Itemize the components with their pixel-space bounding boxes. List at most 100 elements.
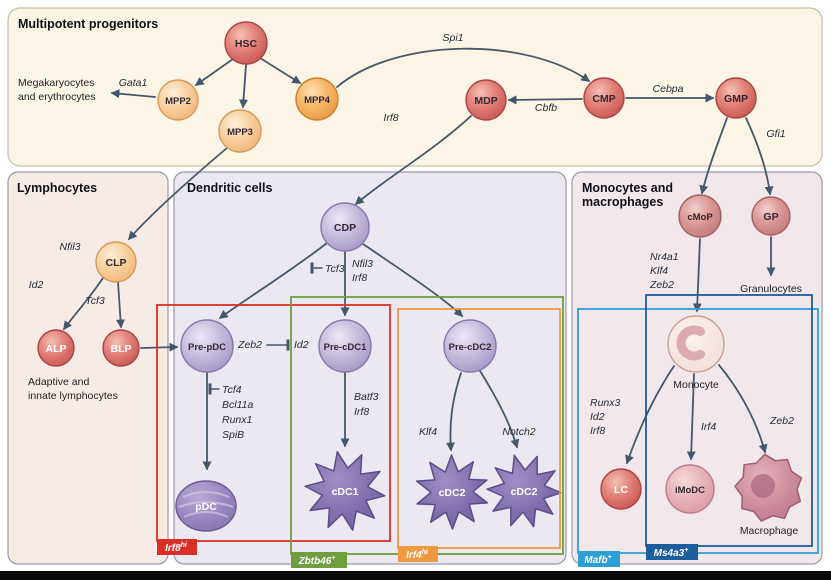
gene-label-zeb2-mono: Zeb2 <box>649 279 674 291</box>
arrow-monocyte-macrophage <box>718 364 768 454</box>
arrow-blp-prepdc <box>140 342 179 352</box>
differentiation-arrows <box>63 47 776 471</box>
cell-mdp <box>465 79 507 121</box>
cell-cmp-label: CMP <box>592 93 615 105</box>
note-lymphocytes-line2: innate lymphocytes <box>28 390 118 402</box>
figure-bottom-border <box>0 571 831 580</box>
panel-lymphocytes-title: Lymphocytes <box>17 181 97 195</box>
note-megakaryocytes-line2: and erythrocytes <box>18 91 96 103</box>
macrophage-nucleus <box>751 474 775 498</box>
cells-lymphocytes: CLP ALP BLP <box>37 241 140 367</box>
zbtb46-tag-bg <box>291 552 347 568</box>
gene-label-irf8-dc: Irf8 <box>352 272 367 284</box>
inhibition-marks <box>208 262 323 395</box>
gene-label-gata1: Gata1 <box>119 77 148 89</box>
cell-blp-label: BLP <box>111 343 132 355</box>
zbtb46-tag-label: Zbtb46+ <box>298 555 336 567</box>
arrow-mpp4-cmp <box>336 47 591 88</box>
cell-pre-pdc-label: Pre-pDC <box>188 342 226 353</box>
gene-label-spib: SpiB <box>222 429 244 441</box>
cell-pre-pdc <box>180 319 234 373</box>
cell-pre-cdc2 <box>443 319 497 373</box>
cell-macrophage-label: Macrophage <box>740 525 799 537</box>
note-granulocytes: Granulocytes <box>740 283 802 295</box>
arrow-cdp-prepdc <box>218 242 328 319</box>
gene-label-runx3: Runx3 <box>590 397 621 409</box>
gene-label-irf8-mono: Irf8 <box>590 425 605 437</box>
cell-mpp4-label: MPP4 <box>304 95 331 106</box>
arrow-clp-alp <box>63 277 104 331</box>
arrow-hsc-mpp2 <box>194 58 234 86</box>
irf4hi-tag-bg <box>398 546 438 562</box>
note-megakaryocytes-line1: Megakaryocytes <box>18 77 94 89</box>
cell-mpp4 <box>295 77 339 121</box>
monocyte-nucleus <box>676 325 705 361</box>
gene-label-tcf3-lymph: Tcf3 <box>85 295 105 307</box>
cell-alp <box>37 329 75 367</box>
irf8hi-box <box>156 304 391 542</box>
irf4hi-tag-label: Irf4hi <box>406 549 429 561</box>
gene-label-irf8-cdc1: Irf8 <box>354 406 369 418</box>
pdc-texture-line <box>178 501 234 508</box>
cell-cdc2-left-label: cDC2 <box>439 487 466 499</box>
gene-label-id2-mono: Id2 <box>590 411 605 423</box>
gene-labels: Spi1 Gata1 Irf8 Cbfb Cebpa Gfi1 Nfil3 Id… <box>29 32 794 441</box>
gene-label-tcf3-dc: Tcf3 <box>325 263 345 275</box>
arrow-mpp2-megakaryocytes <box>110 89 156 99</box>
cell-lc <box>600 468 642 510</box>
cells-monocytes: cMoP GP Monocyte LC iMoDC Macrophage <box>600 194 803 537</box>
panel-progenitors-bg <box>7 7 823 167</box>
gene-label-irf4: Irf4 <box>701 421 716 433</box>
arrow-mdp-cdp <box>354 115 472 205</box>
arrow-clp-blp <box>116 281 125 329</box>
cell-cmop <box>678 194 722 238</box>
panel-progenitors-title: Multipotent progenitors <box>18 17 158 31</box>
cell-mdp-label: MDP <box>474 95 497 107</box>
panel-monocytes-title-line2: macrophages <box>582 195 663 209</box>
ms4a3-tag-bg <box>646 544 698 560</box>
cell-gp <box>751 196 791 236</box>
arrow-hsc-mpp4 <box>259 57 302 84</box>
gene-label-zeb2-dc: Zeb2 <box>237 339 262 351</box>
mafb-tag-bg <box>578 551 620 567</box>
cells-dendritic: CDP Pre-pDC Pre-cDC1 Pre-cDC2 pDC cDC1 c… <box>175 202 562 532</box>
arrow-cmp-mdp <box>507 95 583 105</box>
arrow-cmop-monocyte <box>692 238 702 313</box>
cell-imodc-label: iMoDC <box>675 485 705 496</box>
subset-tags: Irf8hi Zbtb46+ Irf4hi Mafb+ Ms4a3+ <box>157 539 698 568</box>
ms4a3-box <box>645 294 813 547</box>
irf8hi-tag-label: Irf8hi <box>165 542 188 554</box>
gene-label-zeb2-mac: Zeb2 <box>769 415 794 427</box>
cell-mpp2-label: MPP2 <box>165 96 191 107</box>
gene-label-batf3: Batf3 <box>354 391 379 403</box>
gene-label-cebpa: Cebpa <box>653 83 684 95</box>
cell-cmp <box>583 77 625 119</box>
cell-cdc2-left <box>415 454 489 530</box>
cell-gp-label: GP <box>763 211 778 223</box>
arrow-hsc-mpp3 <box>239 64 249 109</box>
mafb-tag-label: Mafb+ <box>584 554 611 566</box>
irf8hi-tag-bg <box>157 539 197 555</box>
cell-lc-label: LC <box>614 484 628 496</box>
arrow-precdc2-cdc2-left <box>445 372 462 452</box>
cell-clp-label: CLP <box>106 257 127 269</box>
arrow-gmp-cmop <box>699 117 728 195</box>
cells-progenitors: HSC MPP2 MPP3 MPP4 MDP CMP GMP <box>157 21 757 153</box>
arrow-gmp-gp <box>745 117 774 196</box>
cell-alp-label: ALP <box>46 343 67 355</box>
cell-cdc2-right-label: cDC2 <box>511 486 538 498</box>
cell-gmp <box>715 77 757 119</box>
cell-mpp3-label: MPP3 <box>227 127 253 138</box>
cell-gmp-label: GMP <box>724 93 748 105</box>
gene-label-nfil3-lymph: Nfil3 <box>59 241 80 253</box>
gene-label-spi1: Spi1 <box>442 32 463 44</box>
cell-cdc1 <box>304 451 386 531</box>
cell-clp <box>95 241 137 283</box>
gene-label-klf4-mono: Klf4 <box>650 265 668 277</box>
cell-hsc <box>224 21 268 65</box>
panel-lymphocytes-bg <box>7 171 169 565</box>
arrow-monocyte-imodc <box>686 373 696 461</box>
gene-label-nr4a1: Nr4a1 <box>650 251 679 263</box>
cell-cdc2-right <box>486 454 562 528</box>
cell-imodc <box>665 464 715 514</box>
